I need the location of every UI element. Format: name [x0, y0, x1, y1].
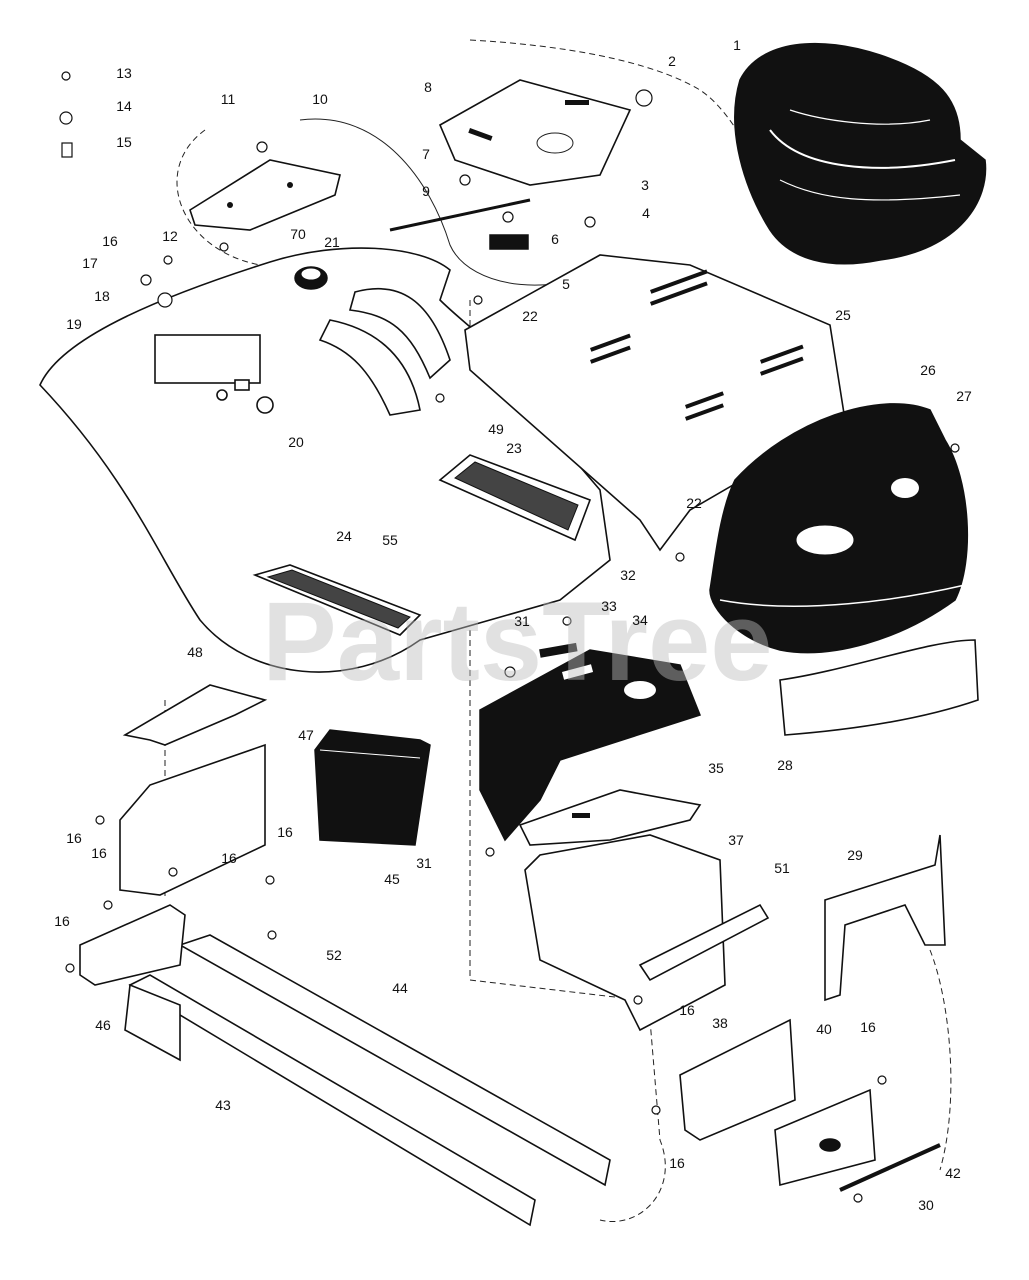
- frame-rail-43: [124, 974, 536, 1227]
- frame-rail-44: [178, 934, 611, 1187]
- callout-label: 38: [712, 1015, 728, 1031]
- callout-label: 49: [488, 421, 504, 437]
- bracket-40: [774, 1088, 876, 1187]
- shield-48: [122, 684, 268, 746]
- callout-label: 6: [551, 231, 559, 247]
- callout-label: 16: [102, 233, 118, 249]
- callout-label: 23: [506, 440, 522, 456]
- rear-bracket-46: [79, 904, 186, 986]
- callout-label: 44: [392, 980, 408, 996]
- callout-label: 12: [162, 228, 178, 244]
- seat: [734, 42, 987, 265]
- rod-9: [389, 198, 531, 232]
- callout-label: 5: [562, 276, 570, 292]
- brace-29: [824, 834, 946, 1002]
- bracket-51: [638, 903, 770, 982]
- callout-label: 24: [336, 528, 352, 544]
- callout-label: 70: [290, 226, 306, 242]
- callout-label: 7: [422, 146, 430, 162]
- panel-37: [524, 834, 726, 1032]
- callout-label: 45: [384, 871, 400, 887]
- callout-label: 25: [835, 307, 851, 323]
- callout-label: 20: [288, 434, 304, 450]
- callout-label: 16: [860, 1019, 876, 1035]
- callout-label: 14: [116, 98, 132, 114]
- callout-label: 18: [94, 288, 110, 304]
- callout-label: 22: [522, 308, 538, 324]
- callout-label: 51: [774, 860, 790, 876]
- callout-label: 21: [324, 234, 340, 250]
- fuel-cap: [294, 266, 328, 290]
- callout-label: 55: [382, 532, 398, 548]
- seat-pan: [438, 79, 632, 186]
- callout-label: 3: [641, 177, 649, 193]
- hardware: [59, 71, 960, 1203]
- callout-label: 31: [514, 613, 530, 629]
- callout-labels: 1234567891011121314151617181920212223242…: [54, 37, 972, 1213]
- callout-label: 4: [642, 205, 650, 221]
- callout-label: 27: [956, 388, 972, 404]
- dash-panel: [479, 649, 701, 842]
- callout-label: 28: [777, 757, 793, 773]
- callout-label: 1: [733, 37, 741, 53]
- callout-label: 43: [215, 1097, 231, 1113]
- callout-label: 11: [221, 91, 236, 107]
- callout-label: 31: [416, 855, 432, 871]
- watermark: PartsTree: [262, 579, 773, 704]
- callout-label: 48: [187, 644, 203, 660]
- callout-label: 19: [66, 316, 82, 332]
- callout-label: 29: [847, 847, 863, 863]
- callout-label: 33: [601, 598, 617, 614]
- callout-label: 37: [728, 832, 744, 848]
- callout-label: 30: [918, 1197, 934, 1213]
- callout-label: 42: [945, 1165, 961, 1181]
- battery-box: [314, 729, 431, 846]
- rod-42: [839, 1143, 941, 1192]
- callout-label: 34: [632, 612, 648, 628]
- bumper: [779, 639, 979, 736]
- callout-label: 16: [66, 830, 82, 846]
- callout-label: 47: [298, 727, 314, 743]
- callout-label: 16: [669, 1155, 685, 1171]
- callout-label: 16: [679, 1002, 695, 1018]
- footrest-left: [252, 564, 422, 636]
- bracket-38: [679, 1018, 796, 1141]
- callout-label: 9: [422, 183, 430, 199]
- callout-label: 26: [920, 362, 936, 378]
- callout-label: 13: [116, 65, 132, 81]
- callout-label: 35: [708, 760, 724, 776]
- callout-label: 10: [312, 91, 328, 107]
- trim-21: [318, 287, 451, 416]
- callout-label: 15: [116, 134, 132, 150]
- shield-47: [119, 743, 266, 896]
- footrest-right: [438, 454, 592, 542]
- hood-panel: [464, 254, 846, 552]
- callout-label: 2: [668, 53, 676, 69]
- callout-label: 16: [91, 845, 107, 861]
- mount-plate-35: [518, 789, 702, 846]
- callout-label: 17: [82, 255, 98, 271]
- bracket-10: [189, 159, 341, 231]
- callout-label: 32: [620, 567, 636, 583]
- callout-label: 16: [54, 913, 70, 929]
- callout-label: 40: [816, 1021, 832, 1037]
- callout-label: 46: [95, 1017, 111, 1033]
- callout-label: 8: [424, 79, 432, 95]
- hood-grille: [709, 403, 969, 654]
- callout-label: 22: [686, 495, 702, 511]
- callout-label: 16: [277, 824, 293, 840]
- callout-label: 52: [326, 947, 342, 963]
- callout-label: 16: [221, 850, 237, 866]
